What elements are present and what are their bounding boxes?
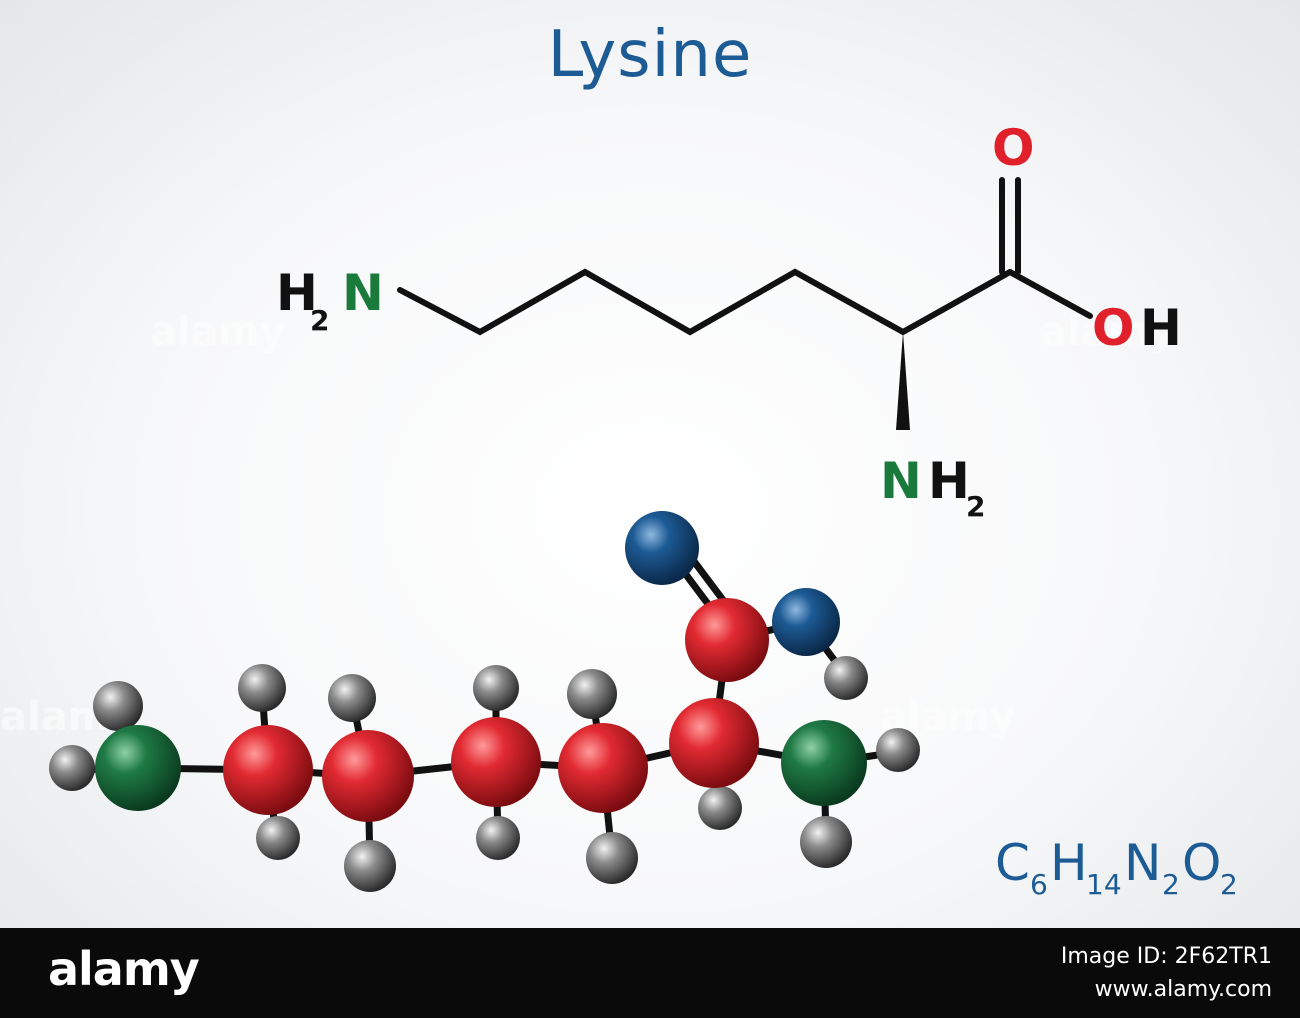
hydroxyl-o: O	[1092, 299, 1135, 357]
hydrogen-atoms	[49, 656, 920, 892]
heavy-atoms	[95, 511, 867, 822]
formula-n: N	[1124, 834, 1161, 892]
formula-o: O	[1182, 834, 1221, 892]
formula-c: C	[995, 834, 1030, 892]
carbon-atom	[685, 598, 769, 682]
oxygen-atom	[772, 588, 840, 656]
hydroxyl-h: H	[1140, 299, 1182, 357]
formula-n-sub: 2	[1162, 868, 1180, 901]
footer-info: Image ID: 2F62TR1 www.alamy.com	[1061, 944, 1272, 1002]
nitrogen-atom	[95, 725, 181, 811]
molecule-title: Lysine	[547, 18, 753, 92]
amine-left-h: H	[276, 264, 318, 322]
hydrogen-atom	[800, 816, 852, 868]
carbon-chain	[397, 268, 1013, 336]
nitrogen-atom	[781, 720, 867, 806]
hydrogen-atom	[256, 816, 300, 860]
hydrogen-atom	[567, 669, 617, 719]
watermark: alamy	[1040, 309, 1175, 355]
hydrogen-atom	[238, 664, 286, 712]
hydrogen-atom	[328, 674, 376, 722]
carbon-atom	[558, 723, 648, 813]
footer-bar: alamy Image ID: 2F62TR1 www.alamy.com	[0, 928, 1300, 1018]
carbon-atom	[223, 725, 313, 815]
hydrogen-atom	[698, 786, 742, 830]
carbon-atom	[451, 717, 541, 807]
image-id: Image ID: 2F62TR1	[1060, 944, 1272, 969]
wedge-bond	[896, 332, 910, 430]
molecular-formula: C 6 H 14 N 2 O 2	[995, 834, 1238, 901]
carbon-atom	[322, 730, 414, 822]
carbon-atom	[669, 698, 759, 788]
amine-bottom-h: H	[928, 452, 970, 510]
hydrogen-atom	[344, 840, 396, 892]
oxygen-atom	[625, 511, 699, 585]
hydrogen-atom	[876, 728, 920, 772]
hydrogen-atom	[473, 665, 519, 711]
skeletal-bonds	[397, 177, 1093, 336]
formula-o-sub: 2	[1220, 868, 1238, 901]
hydrogen-atom	[824, 656, 868, 700]
molecule-svg: alamy alamy alamy alamy H 2 N O O H N H …	[49, 119, 1238, 901]
diagram-canvas: Lysine alamy	[0, 0, 1300, 928]
c-oh-bond	[1007, 269, 1093, 319]
formula-h: H	[1050, 834, 1088, 892]
alamy-logo[interactable]: alamy	[48, 942, 200, 996]
hydrogen-atom	[476, 816, 520, 860]
amine-left-n: N	[342, 264, 384, 322]
amine-bottom-n: N	[880, 452, 922, 510]
oxygen-top: O	[992, 119, 1035, 177]
formula-c-sub: 6	[1030, 868, 1048, 901]
formula-h-sub: 14	[1086, 868, 1122, 901]
hydrogen-atom	[49, 745, 95, 791]
hydrogen-atom	[93, 681, 143, 731]
amine-bottom-sub: 2	[966, 490, 985, 523]
amine-left-sub: 2	[310, 304, 329, 337]
watermark: alamy	[150, 309, 285, 355]
site-url[interactable]: www.alamy.com	[1094, 977, 1272, 1002]
hydrogen-atom	[586, 832, 638, 884]
